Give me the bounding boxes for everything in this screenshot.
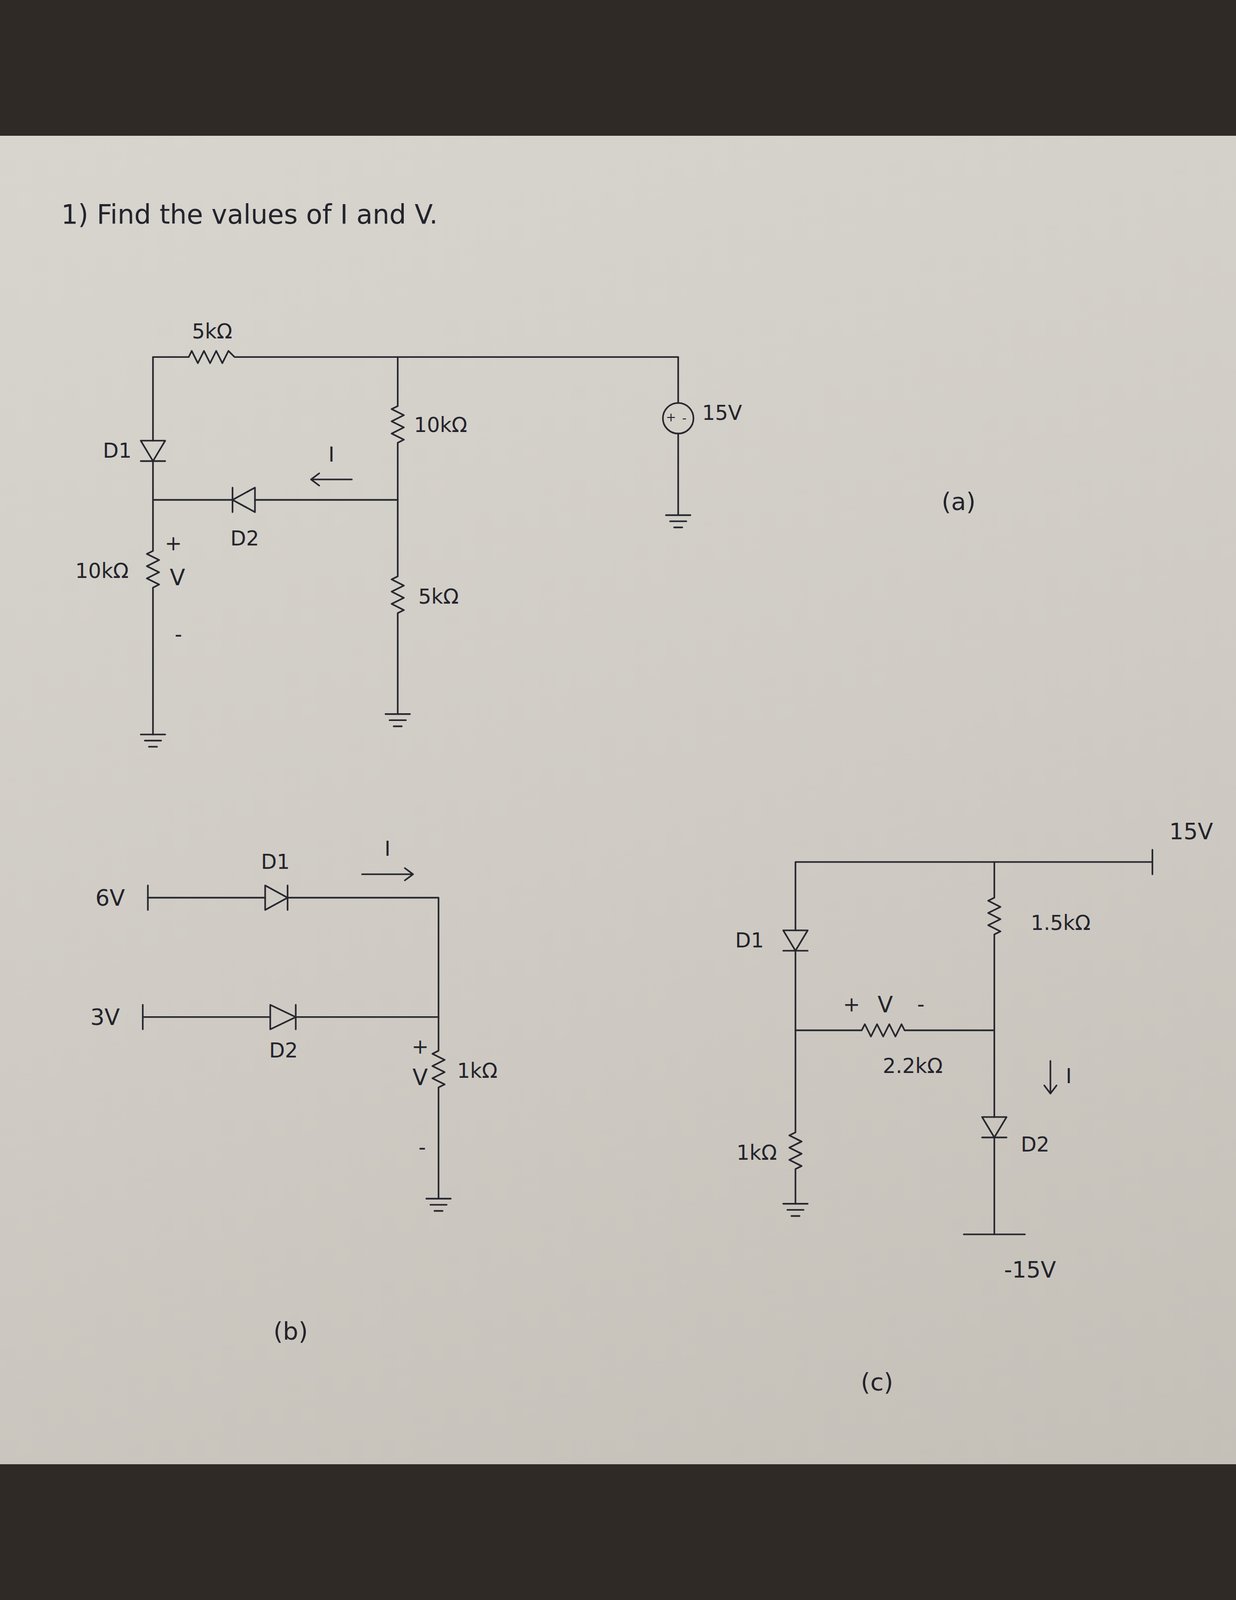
circuit-label: 3V: [90, 1004, 120, 1030]
wire: [153, 498, 233, 501]
wire: [153, 350, 679, 364]
circuit-label: 2.2kΩ: [882, 1054, 943, 1078]
circuit-label: (a): [941, 488, 976, 516]
circuit-label: -: [681, 411, 687, 426]
wire: [795, 950, 995, 1037]
terminal-bar: [142, 885, 149, 1030]
circuit-label: (b): [273, 1317, 308, 1345]
diode-symbol: [982, 1116, 1007, 1138]
wire: [142, 1015, 271, 1018]
circuit-label: 5kΩ: [191, 320, 233, 343]
ground-symbol: [665, 515, 691, 528]
diode-symbol: [140, 440, 165, 461]
circuit-label: D2: [1020, 1133, 1050, 1156]
circuit-label: -: [174, 623, 183, 646]
circuit-label: V: [412, 1064, 428, 1090]
wire: [988, 861, 1001, 1117]
circuit-label: 15V: [1169, 818, 1214, 844]
circuit-label: D1: [735, 929, 764, 952]
circuit-label: (c): [860, 1368, 894, 1396]
circuit-label: V: [877, 992, 893, 1017]
wire: [254, 498, 398, 501]
terminal-bar: [1151, 849, 1154, 874]
ground-symbol: [140, 734, 165, 747]
circuit-label: -: [418, 1136, 426, 1159]
wire: [795, 861, 1153, 931]
circuit-label: -15V: [1003, 1257, 1056, 1283]
diode-symbol: [783, 930, 808, 951]
circuit-label: I: [384, 837, 391, 860]
circuit-label: 10kΩ: [413, 413, 468, 437]
circuit-label: 15V: [701, 401, 742, 425]
circuit-label: +: [164, 532, 182, 555]
circuit-label: 10kΩ: [75, 559, 129, 583]
circuit-label: I: [1065, 1064, 1072, 1088]
circuit-label: 5kΩ: [418, 585, 459, 608]
circuit-label: +: [842, 993, 860, 1016]
current-arrow: [311, 473, 352, 486]
circuit-label: -: [917, 993, 925, 1016]
circuit-label: D2: [230, 527, 259, 550]
rail-bar: [963, 1233, 1025, 1235]
wire: [287, 897, 445, 1199]
circuit-label: 6V: [95, 885, 126, 910]
wire: [295, 1015, 439, 1018]
circuit-label: V: [169, 564, 186, 590]
current-arrow: [362, 868, 413, 881]
title: 1) Find the values of I and V.: [61, 199, 438, 229]
diode-symbol: [265, 885, 288, 910]
wire: [677, 356, 679, 515]
current-arrow: [1044, 1060, 1057, 1094]
circuit-label: D1: [102, 439, 132, 462]
wire: [146, 460, 159, 735]
voltage-source: [663, 402, 694, 434]
wire: [993, 1137, 996, 1235]
wire: [152, 356, 154, 441]
wire: [147, 896, 266, 899]
circuit-label: +: [411, 1035, 429, 1058]
diode-symbol: [270, 1004, 297, 1029]
circuit-label: I: [328, 443, 335, 466]
ground-symbol: [385, 713, 410, 727]
ground-symbol: [426, 1198, 451, 1211]
ground-symbol: [783, 1203, 808, 1216]
wire: [391, 356, 404, 714]
circuit-label: 1kΩ: [736, 1140, 777, 1164]
wire: [789, 1030, 802, 1204]
circuit-label: 1.5kΩ: [1030, 911, 1091, 935]
circuit-label: 1kΩ: [457, 1059, 498, 1082]
circuit-label: D1: [260, 850, 290, 873]
circuit-label: +: [665, 410, 677, 425]
diode-symbol: [232, 487, 255, 512]
circuit-label: D2: [269, 1039, 298, 1062]
